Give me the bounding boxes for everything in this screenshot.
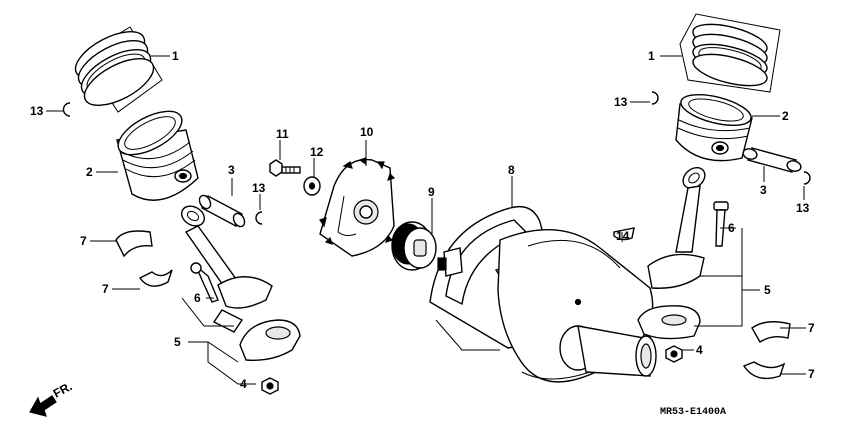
- callout-piston-pin-left: 3: [228, 163, 235, 177]
- front-direction-arrow-icon: [29, 395, 57, 417]
- connecting-rod-left: [180, 205, 273, 333]
- callout-timing-gear: 9: [428, 185, 435, 199]
- callout-conrod-bolt-left: 6: [194, 291, 201, 305]
- piston-left: [116, 110, 199, 201]
- nut-left: [261, 377, 279, 395]
- piston-ring-set-right: [679, 13, 781, 93]
- callout-clip-right-pin: 13: [796, 201, 810, 215]
- pulser-plate: [319, 157, 396, 257]
- diagram-code: MR53-E1400A: [660, 407, 726, 418]
- bearing-left-lower: [138, 269, 173, 287]
- piston-ring-set-left: [74, 26, 163, 113]
- crankshaft: [429, 205, 657, 383]
- clip-left-pin: [255, 211, 263, 225]
- nut-right: [665, 345, 683, 363]
- callout-bearing-left-upper: 7: [80, 234, 87, 248]
- clip-left-top: [62, 102, 71, 117]
- callout-piston-left: 2: [86, 165, 93, 179]
- callout-flange-bolt: 11: [276, 127, 289, 141]
- clip-right-pin: [803, 171, 811, 185]
- callout-nut-left: 4: [240, 377, 247, 391]
- callout-conrod-bolt-right: 6: [728, 221, 735, 235]
- piston-right: [675, 93, 753, 162]
- bearing-left-upper: [115, 230, 153, 258]
- rod-cap-left: [239, 319, 301, 361]
- timing-gear: [391, 221, 437, 271]
- rod-bolt-right: [713, 201, 729, 247]
- callout-bearing-right-lower: 7: [808, 367, 815, 381]
- callout-washer: 12: [310, 145, 324, 159]
- callout-bearing-left-lower: 7: [102, 282, 109, 296]
- callout-clip-right-top: 13: [614, 95, 628, 109]
- woodruff-key: [613, 227, 635, 241]
- direction-label: FR.: [51, 379, 75, 400]
- callout-woodruff-key: 14: [616, 229, 630, 243]
- callout-crankshaft: 8: [508, 163, 515, 177]
- clip-right-top: [651, 91, 659, 105]
- callout-piston-right: 2: [782, 109, 789, 123]
- callout-clip-left-top: 13: [30, 104, 44, 118]
- washer: [303, 176, 321, 196]
- rod-cap-right: [637, 305, 701, 340]
- leader-lines: [46, 55, 806, 385]
- callout-conrod-left: 5: [174, 335, 181, 349]
- callout-pulser-plate: 10: [360, 125, 374, 139]
- callout-nut-right: 4: [696, 343, 703, 357]
- bearing-right-upper: [751, 321, 791, 343]
- callout-clip-left-pin: 13: [252, 181, 266, 195]
- rod-bolt-left: [190, 262, 219, 303]
- bearing-right-lower: [742, 361, 786, 380]
- piston-pin-left: [198, 194, 246, 228]
- callout-piston-pin-right: 3: [760, 183, 767, 197]
- callout-labels: 1 13 2 3 13 7 7 6 5 4 11 12 13 10 9 8 14…: [30, 49, 815, 391]
- connecting-rod-right: [647, 166, 706, 289]
- flange-bolt: [269, 159, 301, 177]
- piston-pin-right: [742, 147, 802, 173]
- callout-conrod-right: 5: [764, 283, 771, 297]
- callout-piston-ring-set-right: 1: [648, 49, 655, 63]
- callout-bearing-right-upper: 7: [808, 321, 815, 335]
- callout-piston-ring-set-left: 1: [172, 49, 179, 63]
